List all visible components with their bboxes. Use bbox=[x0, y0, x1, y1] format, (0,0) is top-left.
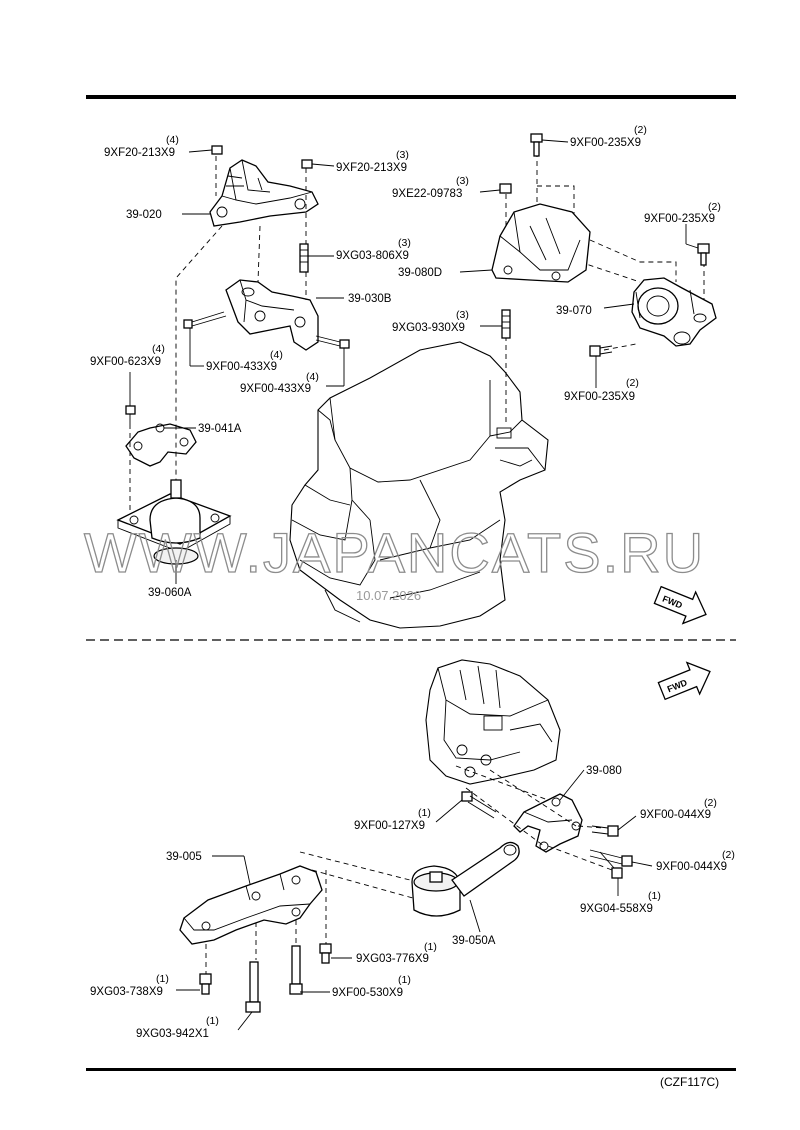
code-g5: 9XG03-776X9 bbox=[356, 953, 429, 965]
part-39-060A bbox=[116, 479, 232, 565]
label-39-050A: 39-050A bbox=[452, 935, 496, 947]
part-39-070 bbox=[631, 277, 717, 347]
nut-f8 bbox=[479, 183, 512, 194]
code-f3: 9XG03-806X9 bbox=[336, 250, 409, 262]
bolt-f9 bbox=[685, 224, 710, 266]
lower-labels: 39-080 39-005 39-050A (1) 9XF00-127X9 (2… bbox=[90, 765, 735, 1040]
code-g8: 9XG03-942X1 bbox=[136, 1028, 209, 1040]
code-f5: 9XF00-433X9 bbox=[240, 383, 311, 395]
bolt-g5 bbox=[319, 943, 352, 964]
qty-f3: (3) bbox=[398, 237, 411, 249]
code-f4: 9XF00-433X9 bbox=[206, 361, 277, 373]
part-39-080-lower bbox=[513, 793, 583, 853]
qty-f4: (4) bbox=[270, 349, 283, 361]
bolt-g2 bbox=[591, 815, 637, 837]
qty-f10: (3) bbox=[456, 309, 469, 321]
figure-code: (CZF117C) bbox=[660, 1075, 719, 1089]
part-39-080D bbox=[491, 203, 591, 283]
label-39-030B: 39-030B bbox=[348, 293, 392, 305]
watermark: WWW.JAPANCATS.RU bbox=[84, 521, 705, 584]
bolt-g1 bbox=[435, 791, 497, 823]
label-39-080D: 39-080D bbox=[398, 267, 442, 279]
label-39-080: 39-080 bbox=[586, 765, 622, 777]
nut-f1 bbox=[188, 145, 223, 155]
code-f8: 9XE22-09783 bbox=[392, 188, 462, 200]
part-39-041A bbox=[125, 423, 197, 467]
code-f10: 9XG03-930X9 bbox=[392, 322, 465, 334]
stud-f3 bbox=[299, 243, 334, 273]
bolt-g3 bbox=[589, 849, 653, 867]
qty-f8: (3) bbox=[456, 175, 469, 187]
part-39-020 bbox=[209, 159, 319, 227]
code-f6: 9XF00-623X9 bbox=[90, 356, 161, 368]
code-g6: 9XG03-738X9 bbox=[90, 986, 163, 998]
code-g3: 9XF00-044X9 bbox=[656, 861, 727, 873]
label-39-020: 39-020 bbox=[126, 209, 162, 221]
fwd-arrow-lower: FWD bbox=[657, 661, 711, 701]
bolt-f11 bbox=[589, 345, 613, 388]
code-f1: 9XF20-213X9 bbox=[104, 147, 175, 159]
part-39-030B bbox=[225, 279, 319, 351]
code-f11: 9XF00-235X9 bbox=[564, 391, 635, 403]
bolt-f4 bbox=[183, 311, 227, 367]
qty-g1: (1) bbox=[418, 807, 431, 819]
upper-dashed-guides bbox=[129, 152, 705, 510]
qty-g5: (1) bbox=[424, 941, 437, 953]
transmission-housing bbox=[425, 659, 561, 785]
code-g2: 9XF00-044X9 bbox=[640, 809, 711, 821]
part-39-050A bbox=[411, 841, 520, 933]
bolt-g8 bbox=[237, 961, 261, 1031]
label-39-060A: 39-060A bbox=[148, 587, 192, 599]
qty-f5: (4) bbox=[306, 371, 319, 383]
lower-dashed-guides bbox=[205, 765, 613, 974]
bottom-rule bbox=[86, 1068, 736, 1071]
bolt-f7 bbox=[530, 133, 569, 157]
code-f2: 9XF20-213X9 bbox=[336, 162, 407, 174]
nut-f2 bbox=[301, 159, 335, 169]
label-39-041A: 39-041A bbox=[198, 423, 242, 435]
stud-f10 bbox=[480, 309, 511, 339]
qty-f11: (2) bbox=[626, 377, 639, 389]
qty-f6: (4) bbox=[152, 343, 165, 355]
qty-f1: (4) bbox=[166, 134, 179, 146]
qty-g6: (1) bbox=[156, 973, 169, 985]
code-f7: 9XF00-235X9 bbox=[570, 137, 641, 149]
qty-g2: (2) bbox=[704, 797, 717, 809]
code-g7: 9XF00-530X9 bbox=[332, 987, 403, 999]
qty-f7: (2) bbox=[634, 124, 647, 136]
bolt-f6 bbox=[125, 372, 136, 424]
qty-f2: (3) bbox=[396, 149, 409, 161]
qty-f9: (2) bbox=[708, 201, 721, 213]
bolt-f5 bbox=[315, 335, 350, 387]
qty-g8: (1) bbox=[206, 1015, 219, 1027]
code-g1: 9XF00-127X9 bbox=[354, 820, 425, 832]
code-f9: 9XF00-235X9 bbox=[644, 213, 715, 225]
qty-g4: (1) bbox=[648, 890, 661, 902]
code-g4: 9XG04-558X9 bbox=[580, 903, 653, 915]
qty-g3: (2) bbox=[722, 849, 735, 861]
qty-g7: (1) bbox=[398, 974, 411, 986]
fwd-arrow-upper: FWD bbox=[653, 585, 707, 625]
top-rule bbox=[86, 95, 736, 99]
watermark-date: 10.07.2026 bbox=[356, 588, 421, 603]
upper-labels: 39-020 39-030B 39-041A 39-060A 39-080D 3… bbox=[90, 124, 721, 599]
label-39-005: 39-005 bbox=[166, 851, 202, 863]
bolt-g6 bbox=[176, 973, 212, 995]
upper-part-leaders bbox=[164, 213, 635, 584]
bolt-g4 bbox=[599, 851, 623, 896]
label-39-070: 39-070 bbox=[556, 305, 592, 317]
bolt-g7 bbox=[289, 945, 330, 995]
engine-block bbox=[289, 341, 549, 629]
part-39-005 bbox=[179, 855, 323, 945]
